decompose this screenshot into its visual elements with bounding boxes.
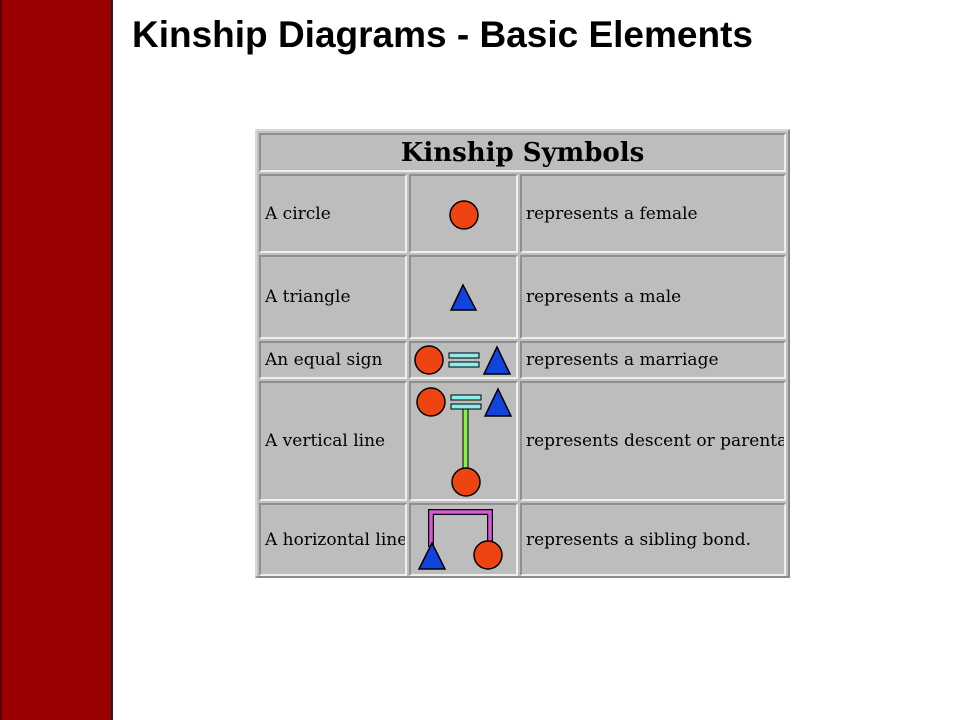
descent-icon — [416, 387, 513, 497]
row-term-circle: A circle — [259, 174, 407, 253]
kinship-symbols-table: Kinship Symbols A circle represents a fe… — [255, 129, 790, 578]
row-term-horizontal-line: A horizontal line — [259, 503, 407, 576]
row-meaning-vertical-line: represents descent or parentage — [520, 381, 786, 501]
descent-symbol-cell — [409, 381, 518, 501]
row-meaning-equal-sign: represents a marriage — [520, 341, 786, 379]
row-meaning-horizontal-line: represents a sibling bond. — [520, 503, 786, 576]
slide-title: Kinship Diagrams - Basic Elements — [132, 14, 753, 55]
sibling-icon — [417, 509, 503, 570]
triangle-icon — [449, 283, 478, 311]
row-term-equal-sign: An equal sign — [259, 341, 407, 379]
circle-icon — [449, 200, 479, 230]
sidebar-bar — [0, 0, 113, 720]
female-symbol-cell — [409, 174, 518, 253]
male-symbol-cell — [409, 255, 518, 339]
row-meaning-triangle: represents a male — [520, 255, 786, 339]
sidebar-edge — [0, 0, 2, 720]
sibling-symbol-cell — [409, 503, 518, 576]
marriage-symbol-cell — [409, 341, 518, 379]
table-header: Kinship Symbols — [259, 133, 786, 172]
row-term-vertical-line: A vertical line — [259, 381, 407, 501]
marriage-icon — [414, 345, 512, 375]
row-meaning-circle: represents a female — [520, 174, 786, 253]
row-term-triangle: A triangle — [259, 255, 407, 339]
